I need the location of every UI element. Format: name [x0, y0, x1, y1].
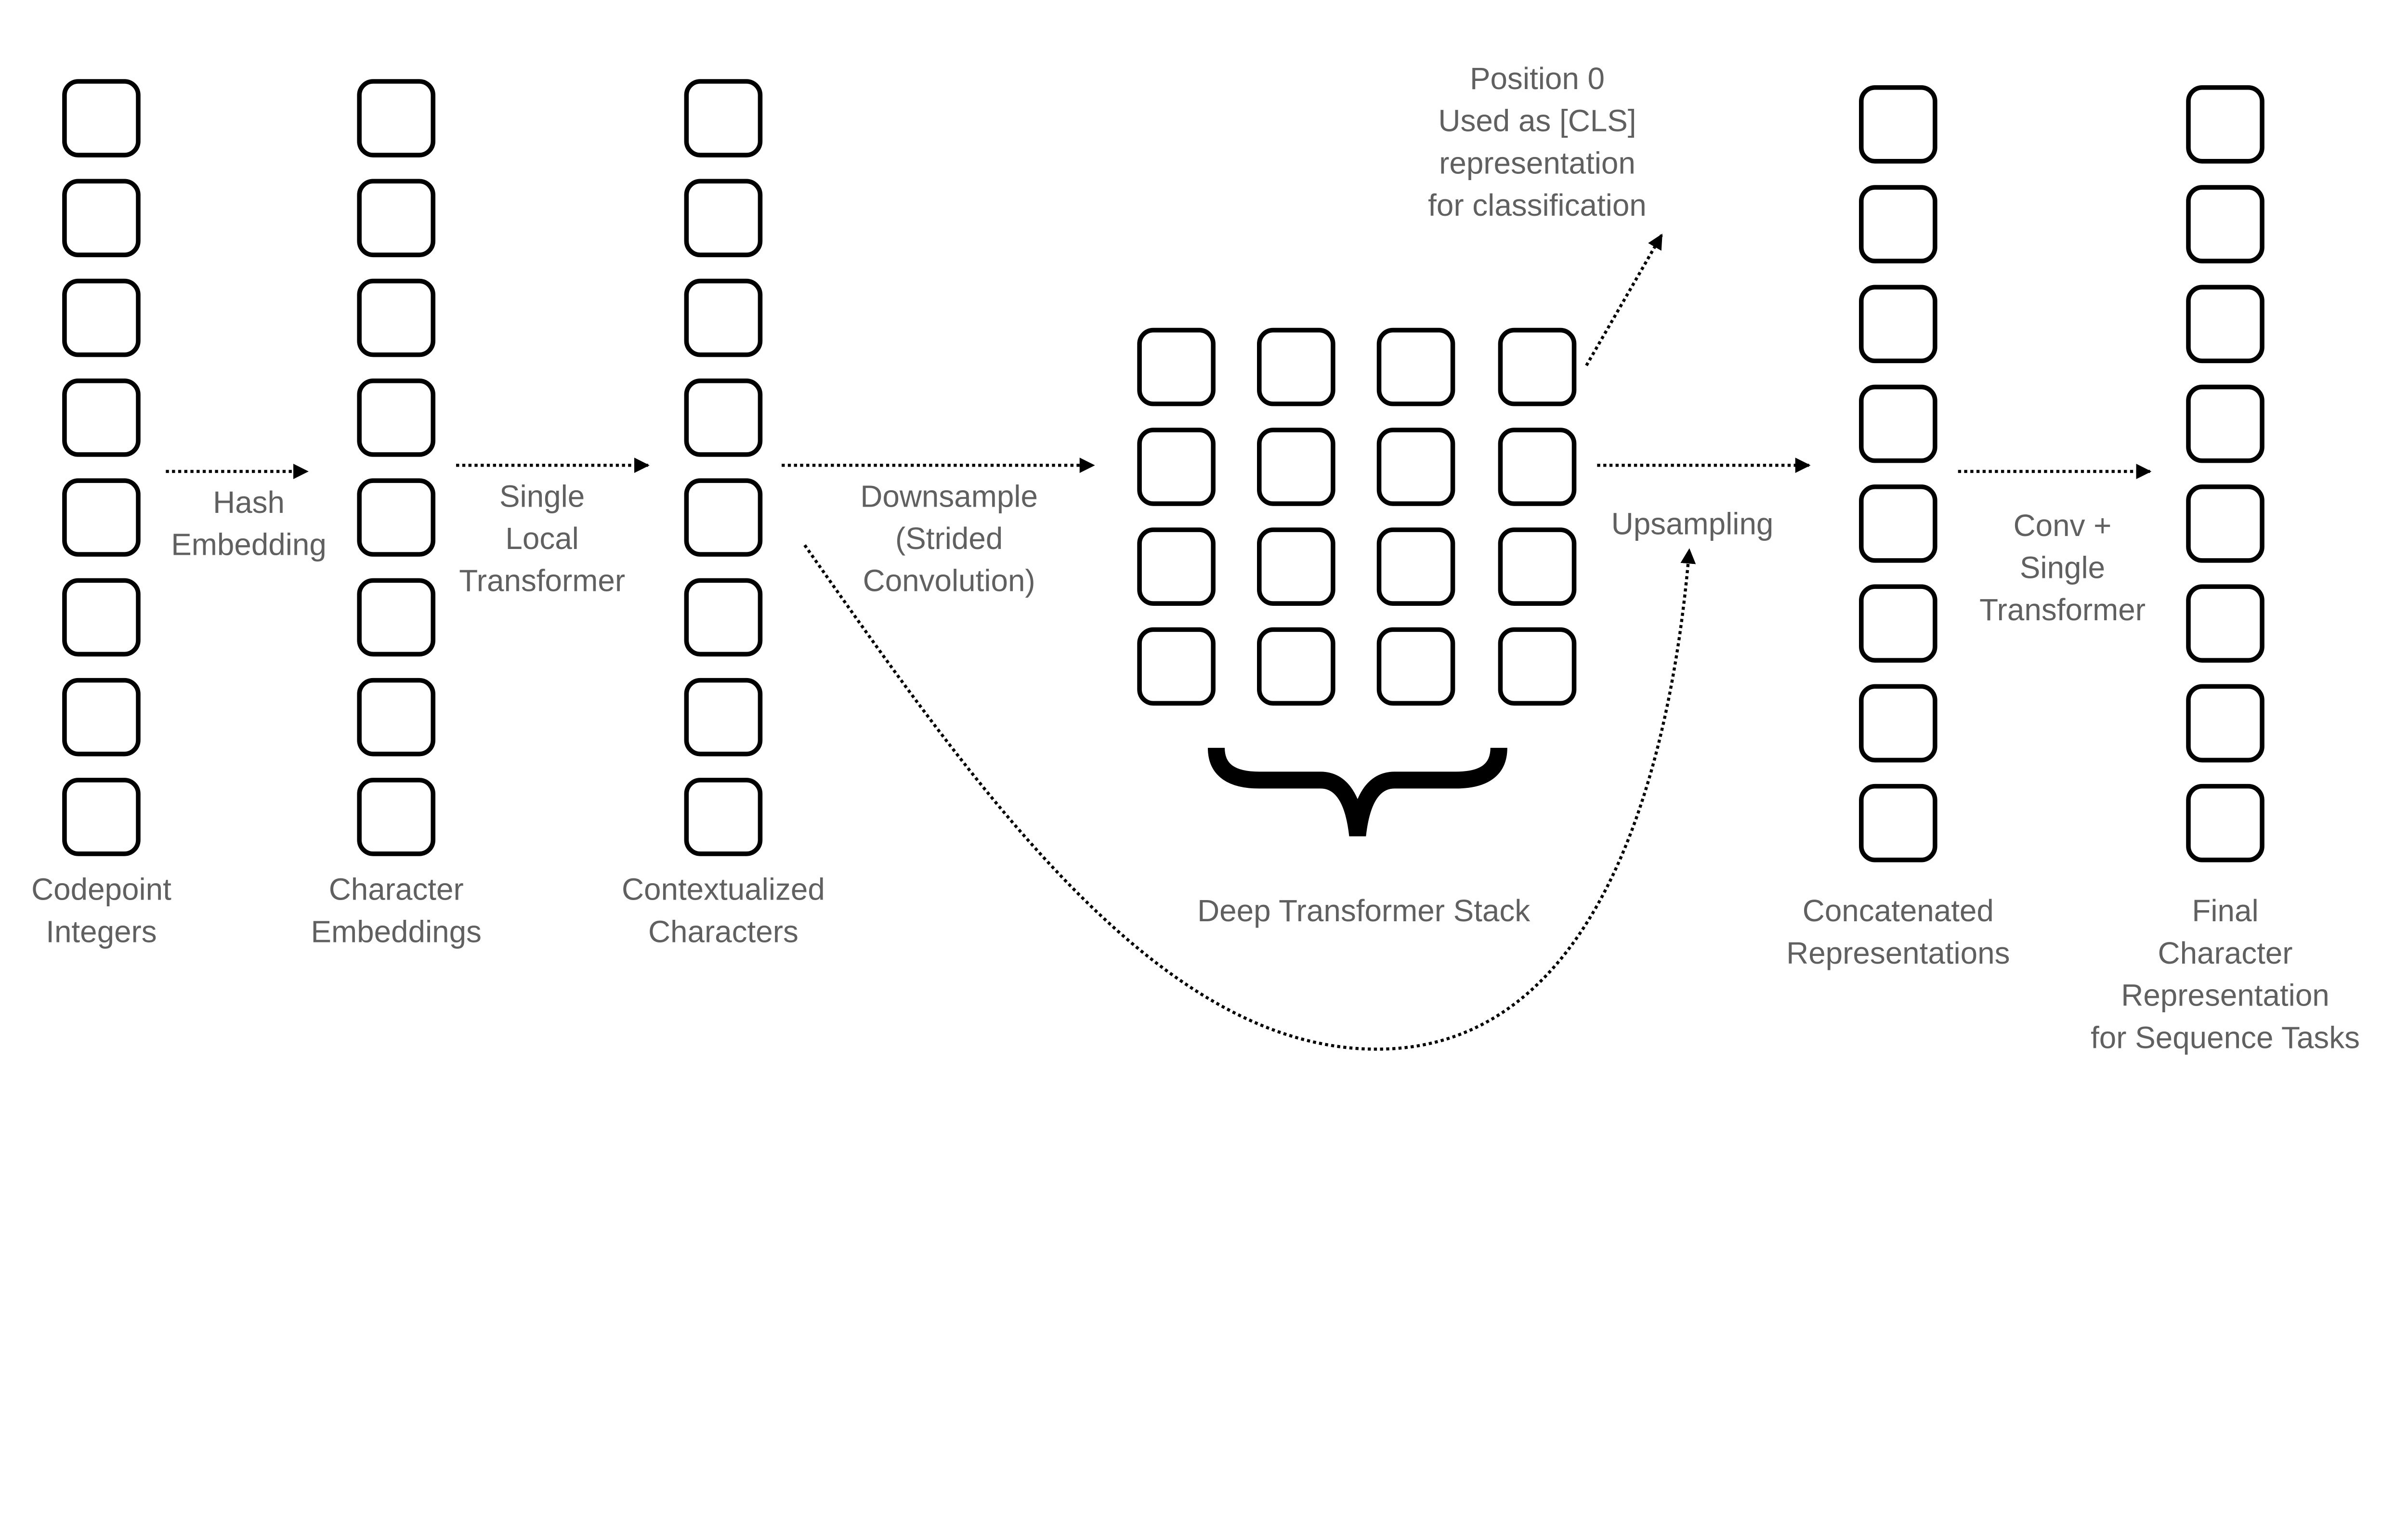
- column-2-cell: [357, 778, 436, 856]
- column-4-cell: [1859, 85, 1937, 164]
- column-3-cell: [684, 578, 763, 657]
- column-5-cell: [2186, 684, 2264, 763]
- cls-note: for classification: [1428, 188, 1647, 222]
- column-1-cell: [62, 478, 141, 557]
- column-1-cell: [62, 79, 141, 157]
- column-1-cell: [62, 379, 141, 457]
- transformer-stack-cell: [1257, 327, 1335, 406]
- column-1-cell: [62, 578, 141, 657]
- transformer-stack-cell: [1257, 527, 1335, 606]
- transformer-stack-cell: [1257, 428, 1335, 506]
- transformer-stack-cell: [1498, 428, 1577, 506]
- arrow-label-conv-transformer: Conv +: [2014, 508, 2112, 543]
- cls-note: Used as [CLS]: [1438, 104, 1636, 138]
- transformer-stack-cell: [1376, 627, 1455, 706]
- arrow-label-local-transformer: Single: [499, 479, 585, 513]
- column-label-concatenated-representations: Representations: [1786, 936, 2010, 970]
- column-2-cell: [357, 478, 436, 557]
- residual-skip-arrow: [803, 544, 1696, 1051]
- column-5-cell: [2186, 784, 2264, 863]
- column-1-cell: [62, 778, 141, 856]
- arrow-label-downsample: Downsample: [860, 479, 1038, 513]
- transformer-stack-cell: [1498, 527, 1577, 606]
- arrow-label-conv-transformer: Transformer: [1979, 592, 2146, 627]
- column-3-cell: [684, 278, 763, 357]
- column-5-cell: [2186, 484, 2264, 563]
- arrow-label-upsampling: Upsampling: [1611, 507, 1774, 541]
- column-5-cell: [2186, 285, 2264, 364]
- transformer-stack-cell: [1376, 327, 1455, 406]
- arrow-label-downsample: Convolution): [863, 563, 1035, 598]
- arrow-label-hash-embedding: Hash: [213, 485, 285, 520]
- column-label-contextualized-characters: Contextualized: [622, 872, 825, 907]
- transformer-stack-cell: [1498, 627, 1577, 706]
- transformer-stack-cell: [1137, 428, 1216, 506]
- column-label-final-representation: Final: [2192, 893, 2258, 928]
- column-2-cell: [357, 179, 436, 258]
- column-1-cell: [62, 179, 141, 258]
- arrow-label-hash-embedding: Embedding: [171, 527, 327, 562]
- transformer-stack-cell: [1137, 327, 1216, 406]
- arrow-label-downsample: (Strided: [895, 521, 1003, 556]
- cls-note: representation: [1439, 145, 1636, 180]
- column-3-cell: [684, 79, 763, 157]
- column-label-final-representation: Character: [2158, 936, 2293, 970]
- column-4-cell: [1859, 285, 1937, 364]
- column-label-contextualized-characters: Characters: [648, 914, 798, 949]
- column-3-cell: [684, 179, 763, 258]
- transformer-stack-cell: [1137, 627, 1216, 706]
- column-5-cell: [2186, 85, 2264, 164]
- column-label-codepoint-integers: Integers: [46, 914, 157, 949]
- column-4-cell: [1859, 684, 1937, 763]
- column-2-cell: [357, 79, 436, 157]
- canine-architecture-diagram: CodepointIntegersCharacterEmbeddingsCont…: [31, 61, 2360, 1055]
- transformer-stack-cell: [1498, 327, 1577, 406]
- column-3-cell: [684, 778, 763, 856]
- transformer-stack-cell: [1376, 428, 1455, 506]
- column-3-cell: [684, 379, 763, 457]
- column-2-cell: [357, 278, 436, 357]
- arrow-label-local-transformer: Local: [505, 521, 578, 556]
- column-label-codepoint-integers: Codepoint: [31, 872, 171, 907]
- column-label-concatenated-representations: Concatenated: [1803, 893, 1994, 928]
- cls-note: Position 0: [1470, 61, 1605, 96]
- transformer-stack-cell: [1257, 627, 1335, 706]
- column-5-cell: [2186, 384, 2264, 463]
- column-1-cell: [62, 278, 141, 357]
- stack-label: Deep Transformer Stack: [1197, 893, 1530, 928]
- column-2-cell: [357, 578, 436, 657]
- column-label-character-embeddings: Embeddings: [311, 914, 481, 949]
- arrow-label-conv-transformer: Single: [2020, 550, 2105, 585]
- column-5-cell: [2186, 584, 2264, 663]
- column-1-cell: [62, 678, 141, 757]
- column-3-cell: [684, 478, 763, 557]
- column-4-cell: [1859, 784, 1937, 863]
- column-4-cell: [1859, 484, 1937, 563]
- column-5-cell: [2186, 185, 2264, 263]
- transformer-stack-cell: [1376, 527, 1455, 606]
- column-2-cell: [357, 678, 436, 757]
- column-4-cell: [1859, 584, 1937, 663]
- column-4-cell: [1859, 185, 1937, 263]
- arrow-label-local-transformer: Transformer: [459, 563, 625, 598]
- arrow-cls: [1585, 234, 1663, 366]
- column-label-character-embeddings: Character: [329, 872, 464, 907]
- column-3-cell: [684, 678, 763, 757]
- transformer-stack-cell: [1137, 527, 1216, 606]
- column-2-cell: [357, 379, 436, 457]
- column-label-final-representation: for Sequence Tasks: [2091, 1020, 2360, 1055]
- column-4-cell: [1859, 384, 1937, 463]
- column-label-final-representation: Representation: [2121, 978, 2329, 1013]
- brace-icon: [1207, 747, 1507, 836]
